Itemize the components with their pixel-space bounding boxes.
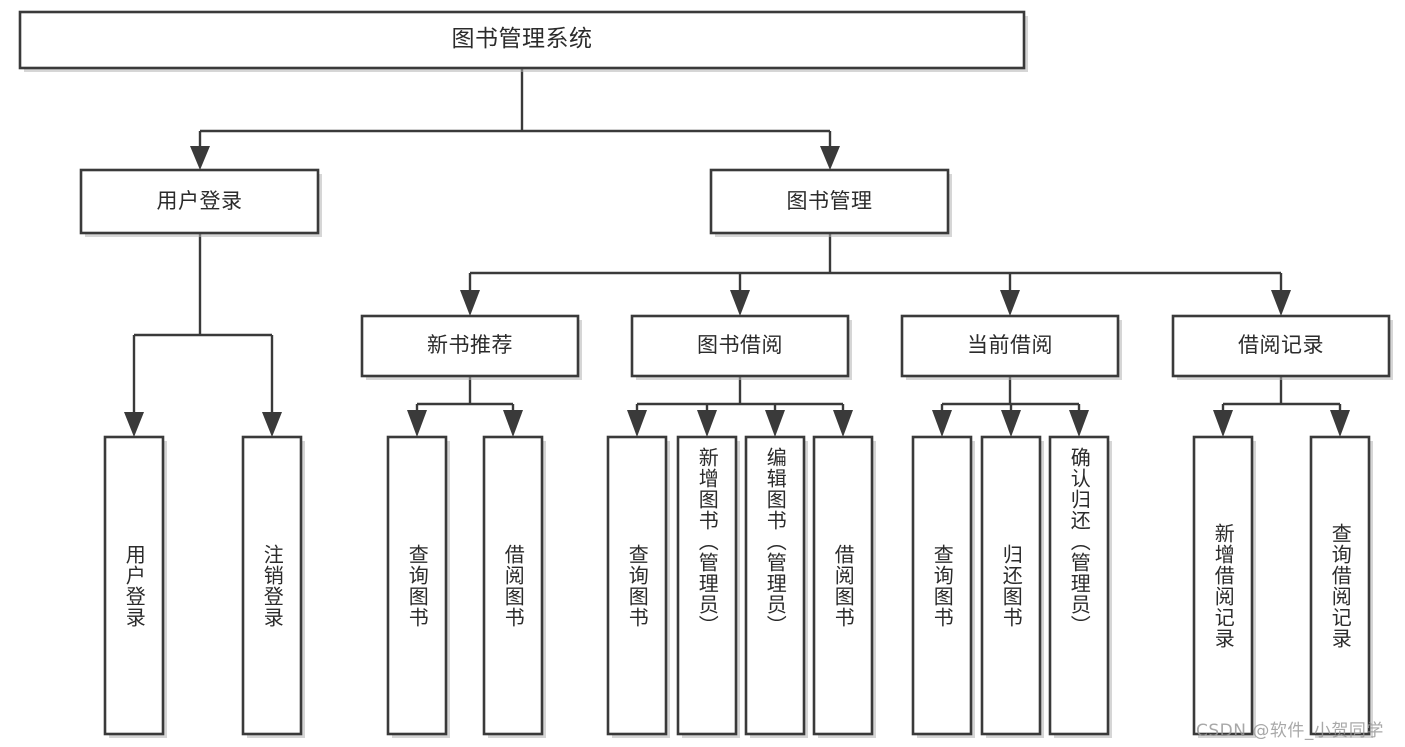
leaf-bb-4[interactable]	[812, 435, 874, 736]
arrowhead-cb-leaf-2	[1001, 410, 1021, 437]
leaf-bb-1[interactable]	[606, 435, 668, 736]
leaf-bb-2[interactable]	[676, 435, 738, 736]
arrowhead-current-borrow	[1000, 290, 1020, 316]
arrowhead-bb-leaf-3	[765, 410, 785, 437]
leaf-nbr-2[interactable]	[482, 435, 544, 736]
arrowhead-cb-leaf-1	[932, 410, 952, 437]
leaf-cb-2[interactable]	[980, 435, 1042, 736]
arrowhead-user-login	[190, 146, 210, 170]
node-current-borrow[interactable]	[900, 314, 1120, 378]
connector-group-root	[190, 68, 840, 170]
arrowhead-borrow-record	[1271, 290, 1291, 316]
node-borrow-record[interactable]	[1171, 314, 1391, 378]
arrowhead-nbr-leaf-2	[503, 410, 523, 437]
arrowhead-bb-leaf-2	[697, 410, 717, 437]
arrowhead-br-leaf-1	[1213, 410, 1233, 437]
node-book-borrow[interactable]	[630, 314, 850, 378]
node-user-login[interactable]	[79, 168, 320, 235]
leaf-bb-3[interactable]	[744, 435, 806, 736]
connector-group-book-borrow	[627, 376, 853, 437]
arrowhead-leaf-user-login	[124, 412, 144, 437]
leaf-user-login-2[interactable]	[241, 435, 303, 736]
connector-group-borrow-record	[1213, 376, 1350, 437]
node-root[interactable]	[18, 10, 1026, 70]
arrowhead-br-leaf-2	[1330, 410, 1350, 437]
leaf-br-1[interactable]	[1192, 435, 1254, 736]
connector-group-current-borrow	[932, 376, 1089, 437]
node-new-book-recommend[interactable]	[360, 314, 580, 378]
leaf-cb-3[interactable]	[1048, 435, 1110, 736]
leaf-user-login-1[interactable]	[103, 435, 165, 736]
arrowhead-bb-leaf-4	[833, 410, 853, 437]
arrowhead-book-mgmt	[820, 146, 840, 170]
arrowhead-nbr-leaf-1	[407, 410, 427, 437]
leaf-br-2[interactable]	[1309, 435, 1371, 736]
leaf-nbr-1[interactable]	[386, 435, 448, 736]
connector-group-user-login	[124, 233, 282, 437]
arrowhead-bb-leaf-1	[627, 410, 647, 437]
node-book-mgmt[interactable]	[709, 168, 950, 235]
leaf-cb-1[interactable]	[911, 435, 973, 736]
arrowhead-book-borrow	[730, 290, 750, 316]
arrowhead-leaf-logout	[262, 412, 282, 437]
connector-group-book-mgmt	[460, 233, 1291, 316]
connector-group-new-book-recommend	[407, 376, 523, 437]
arrowhead-cb-leaf-3	[1069, 410, 1089, 437]
arrowhead-new-book-recommend	[460, 290, 480, 316]
